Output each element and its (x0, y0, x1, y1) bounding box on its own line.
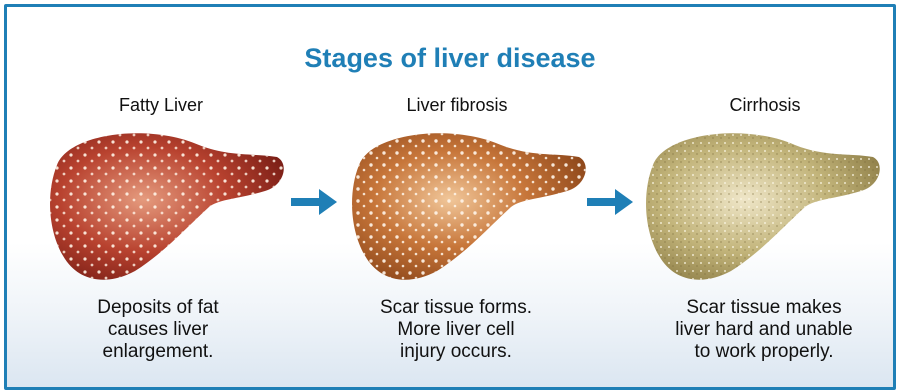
description-line: More liver cell (341, 319, 571, 341)
stage-description-fatty-liver: Deposits of fat causes liver enlargement… (43, 297, 273, 363)
stage-label-liver-fibrosis: Liver fibrosis (347, 95, 567, 116)
liver-fibrosis-illustration (341, 125, 591, 285)
fatty-liver-illustration (39, 125, 289, 285)
description-line: liver hard and unable (649, 319, 879, 341)
description-line: to work properly. (649, 341, 879, 363)
description-line: enlargement. (43, 341, 273, 363)
diagram-title: Stages of liver disease (7, 43, 893, 74)
description-line: Scar tissue forms. (341, 297, 571, 319)
diagram-frame: Stages of liver disease Fatty Liver Live… (4, 4, 896, 390)
description-line: Scar tissue makes (649, 297, 879, 319)
stage-description-liver-fibrosis: Scar tissue forms. More liver cell injur… (341, 297, 571, 363)
right-arrow-icon (587, 189, 633, 215)
description-line: Deposits of fat (43, 297, 273, 319)
description-line: causes liver (43, 319, 273, 341)
cirrhosis-liver-illustration (635, 125, 885, 285)
description-line: injury occurs. (341, 341, 571, 363)
stage-label-fatty-liver: Fatty Liver (51, 95, 271, 116)
stage-description-cirrhosis: Scar tissue makes liver hard and unable … (649, 297, 879, 363)
right-arrow-icon (291, 189, 337, 215)
stage-label-cirrhosis: Cirrhosis (655, 95, 875, 116)
